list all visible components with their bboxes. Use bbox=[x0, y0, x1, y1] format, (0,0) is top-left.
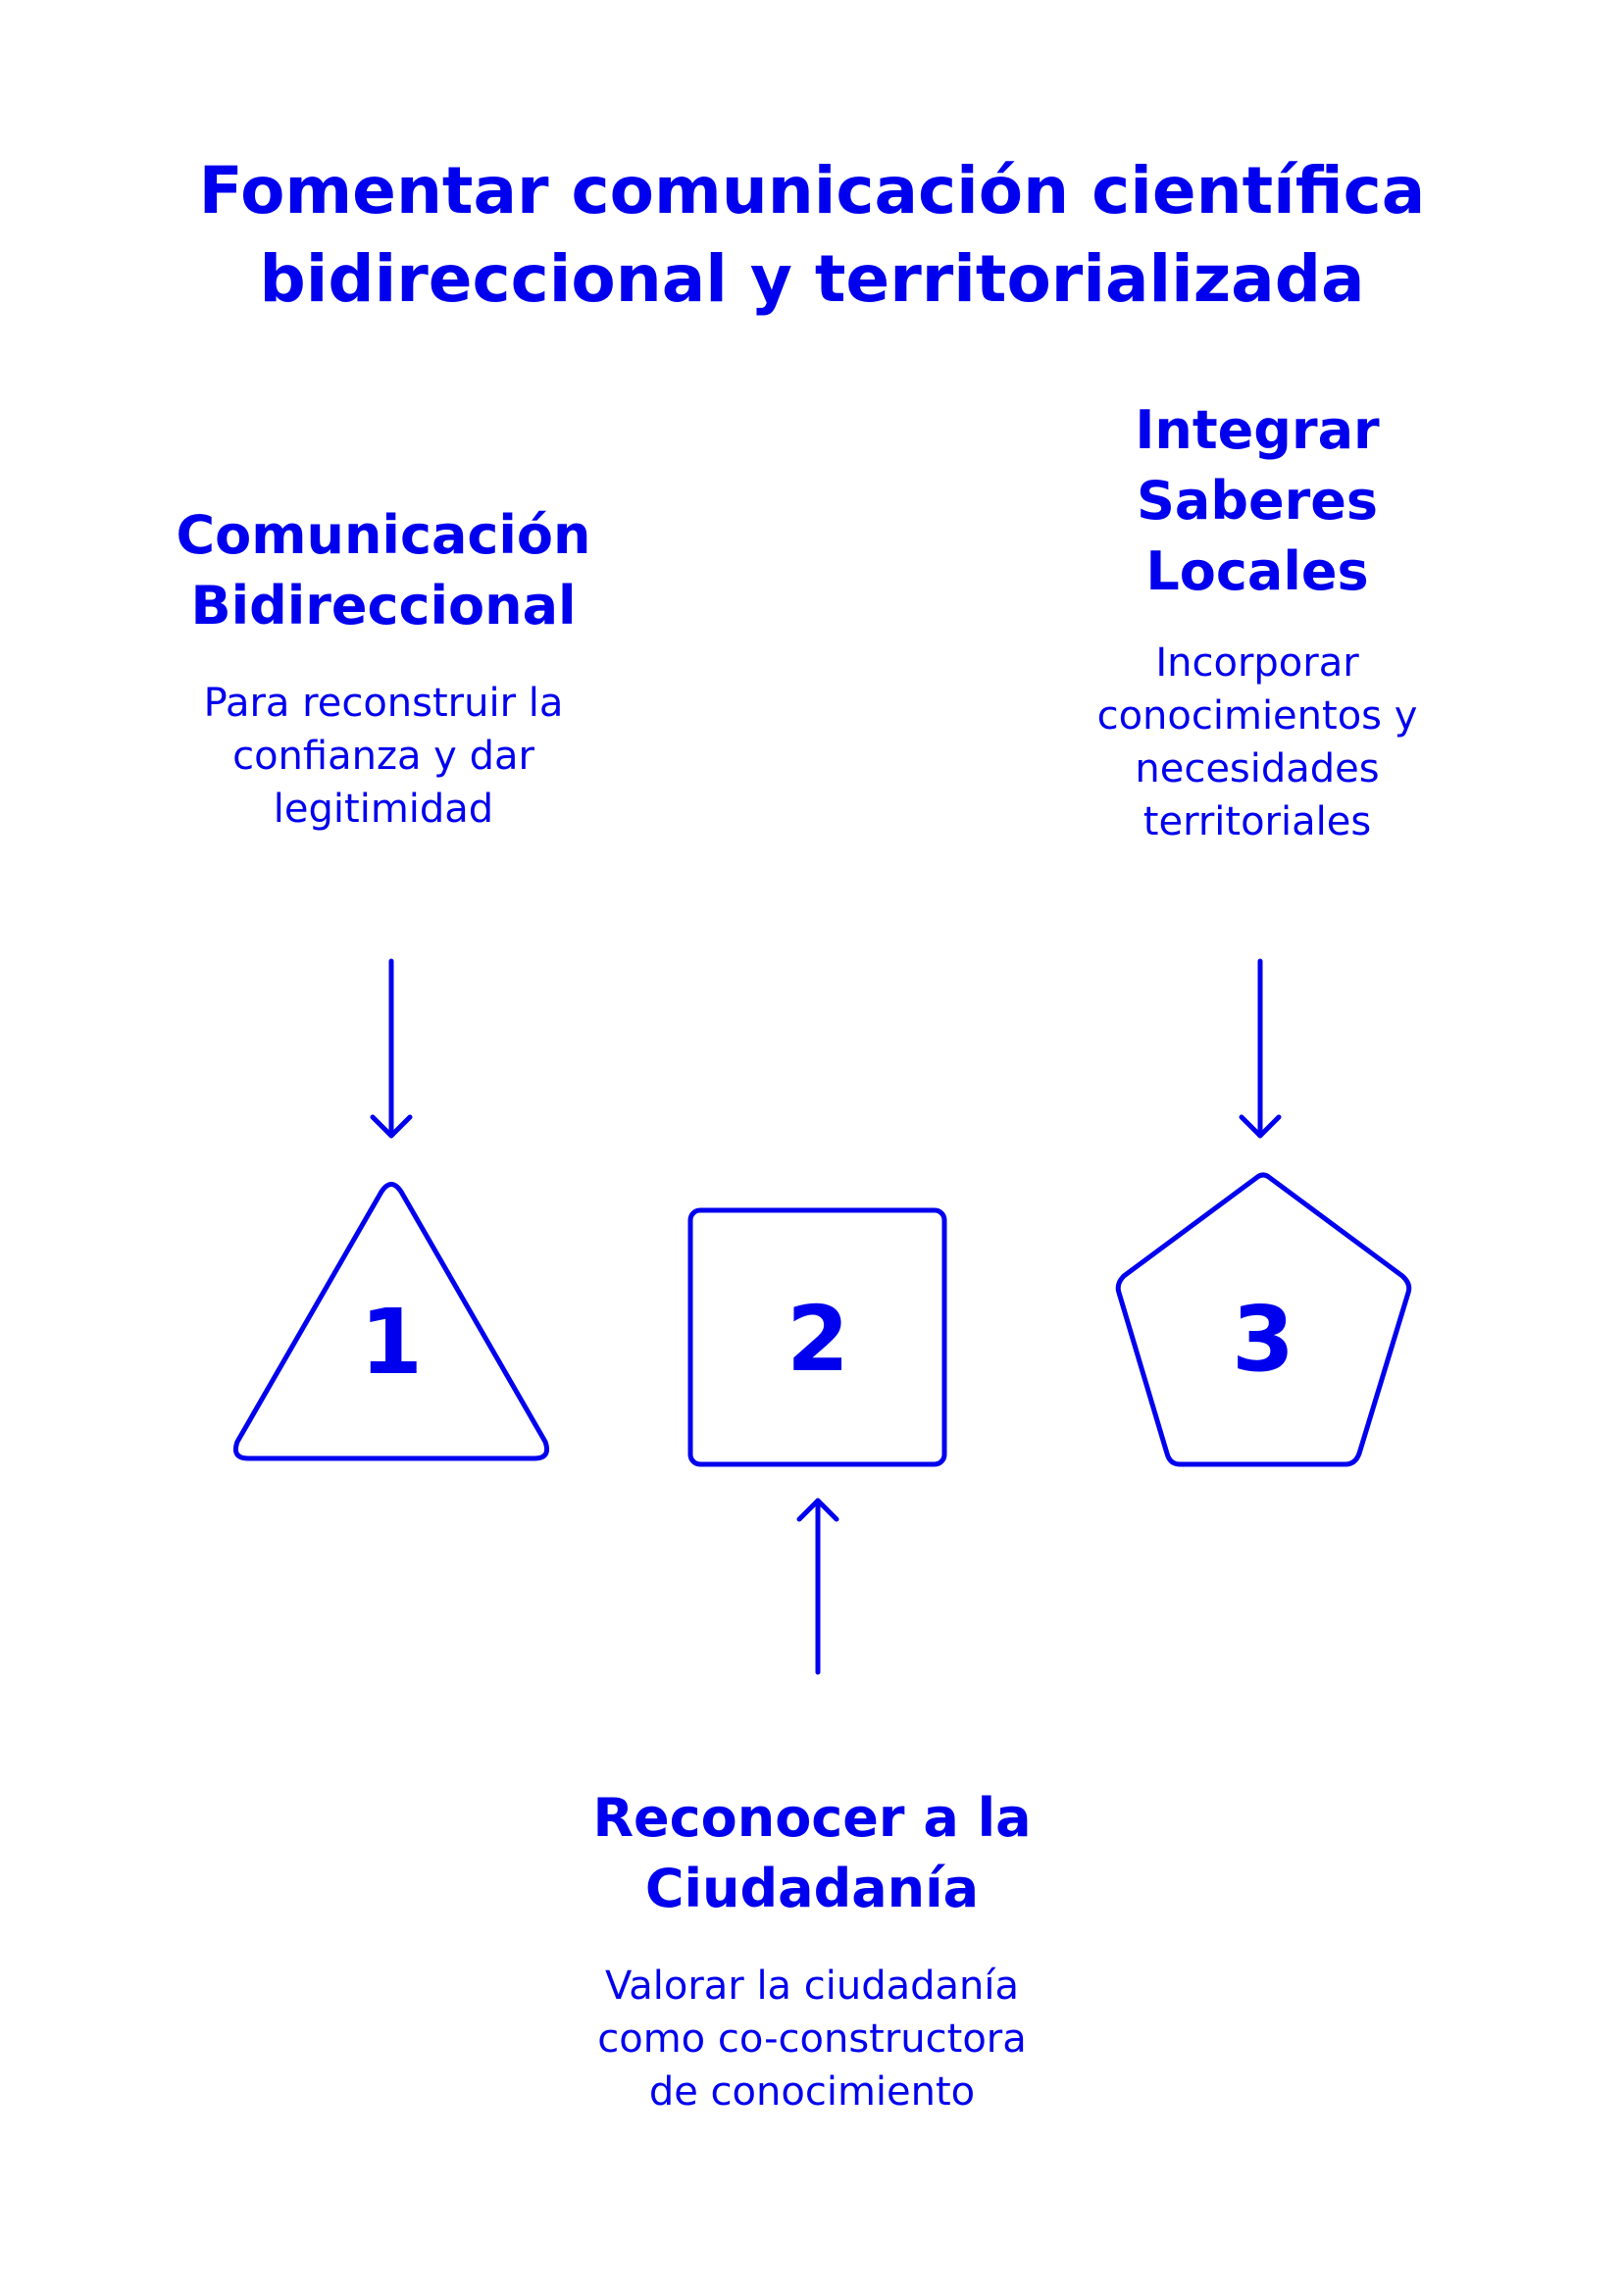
arrow-down-icon-1 bbox=[370, 958, 413, 1139]
step-2-heading: Reconocer a la Ciudadanía bbox=[592, 1787, 1032, 1919]
square-shape bbox=[687, 1207, 947, 1467]
step-2-number: 2 bbox=[787, 1287, 849, 1392]
step-3-heading: Integrar Saberes Locales bbox=[1135, 399, 1380, 602]
step-1-number: 1 bbox=[360, 1290, 423, 1395]
step-3-text: Integrar Saberes Locales Incorporar cono… bbox=[1097, 395, 1418, 848]
pentagon-shape bbox=[1115, 1172, 1412, 1467]
arrow-down-icon-3 bbox=[1239, 958, 1282, 1139]
step-2-text: Reconocer a la Ciudadanía Valorar la ciu… bbox=[557, 1783, 1067, 2118]
triangle-shape bbox=[232, 1182, 550, 1461]
step-2-description: Valorar la ciudadanía como co-constructo… bbox=[597, 1964, 1027, 2115]
step-3-description: Incorporar conocimientos y necesidades t… bbox=[1096, 640, 1418, 844]
step-1-text: Comunicación Bidireccional Para reconstr… bbox=[128, 500, 638, 836]
step-3-number: 3 bbox=[1232, 1287, 1294, 1392]
arrow-up-icon-2 bbox=[796, 1498, 839, 1675]
page-title: Fomentar comunicación científica bidirec… bbox=[198, 153, 1426, 317]
step-1-heading: Comunicación Bidireccional bbox=[176, 504, 591, 637]
step-1-description: Para reconstruir la confianza y dar legi… bbox=[203, 681, 564, 832]
